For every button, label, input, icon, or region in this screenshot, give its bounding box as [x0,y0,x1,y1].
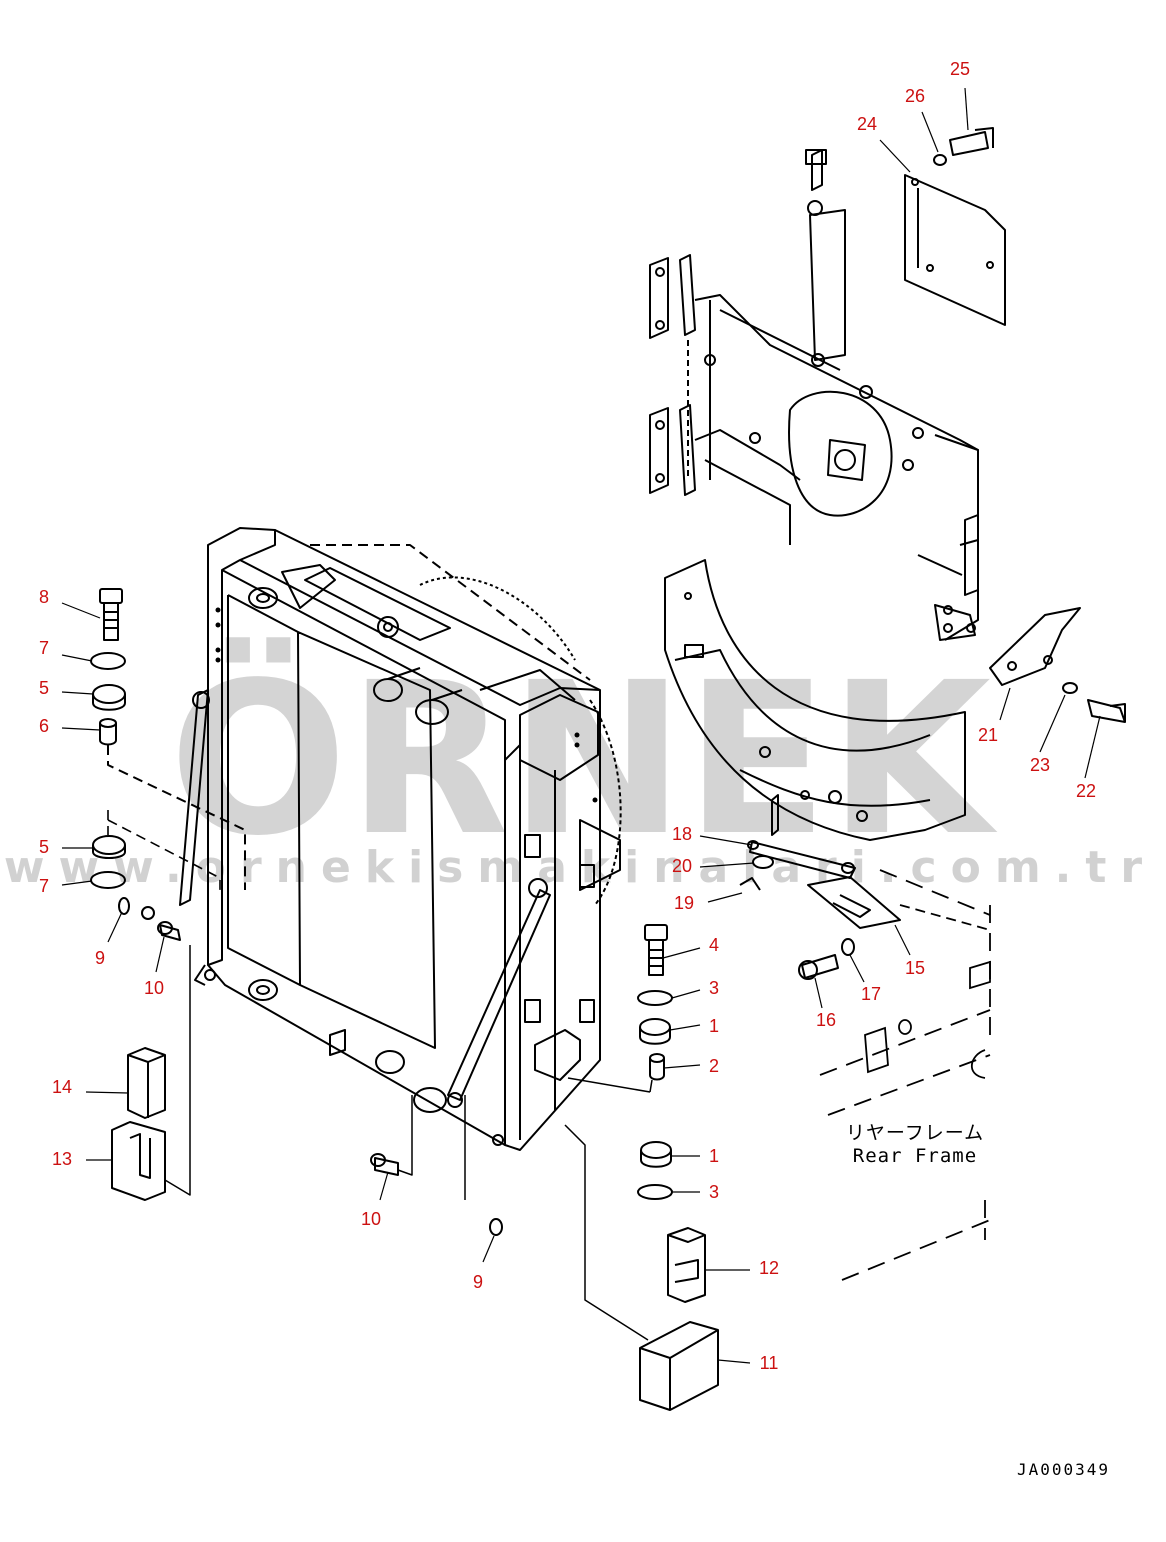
radiator-assembly [141,527,622,1151]
drawing-id: JA000349 [1017,1460,1110,1479]
callout-16: 16 [816,1010,836,1030]
radiator-bolt-dots [215,607,598,803]
callout-26: 26 [905,86,925,106]
fan-guard-assembly [649,127,1126,980]
callout-5: 5 [39,678,49,698]
callout-15: 15 [905,958,925,978]
rear-frame-outline [819,869,991,1281]
callout-7: 7 [39,638,49,658]
callout-13: 13 [52,1149,72,1169]
callout-3: 3 [709,978,719,998]
callout-numbers: 1 1 2 3 3 4 5 5 6 7 7 8 9 9 10 10 11 12 … [39,59,1096,1373]
callout-1: 1 [709,1146,719,1166]
callout-25: 25 [950,59,970,79]
callout-leaders [61,87,1101,1364]
callout-19: 19 [674,893,694,913]
right-mount-parts [370,924,719,1411]
callout-17: 17 [861,984,881,1004]
callout-23: 23 [1030,755,1050,775]
callout-10: 10 [361,1209,381,1229]
callout-12: 12 [759,1258,779,1278]
watermark-brand: ÖRNEK [169,636,998,882]
watermark: ÖRNEK www.ornekismakinalari.com.tr [4,636,1142,893]
callout-10: 10 [144,978,164,998]
callout-11: 11 [760,1353,779,1373]
callout-3: 3 [709,1182,719,1202]
rear-frame-label-en: Rear Frame [853,1145,977,1167]
callout-2: 2 [709,1056,719,1076]
callout-9: 9 [95,948,105,968]
rear-frame-label-jp: リヤーフレーム [846,1122,984,1144]
callout-18: 18 [672,824,692,844]
callout-21: 21 [978,725,998,745]
callout-6: 6 [39,716,49,736]
callout-9: 9 [473,1272,483,1292]
callout-8: 8 [39,587,49,607]
callout-5: 5 [39,837,49,857]
callout-22: 22 [1076,781,1096,801]
callout-14: 14 [52,1077,72,1097]
left-mount-parts [90,588,246,1201]
callout-20: 20 [672,856,692,876]
callout-24: 24 [857,114,877,134]
callout-4: 4 [709,935,719,955]
callout-1: 1 [709,1016,719,1036]
callout-7: 7 [39,876,49,896]
